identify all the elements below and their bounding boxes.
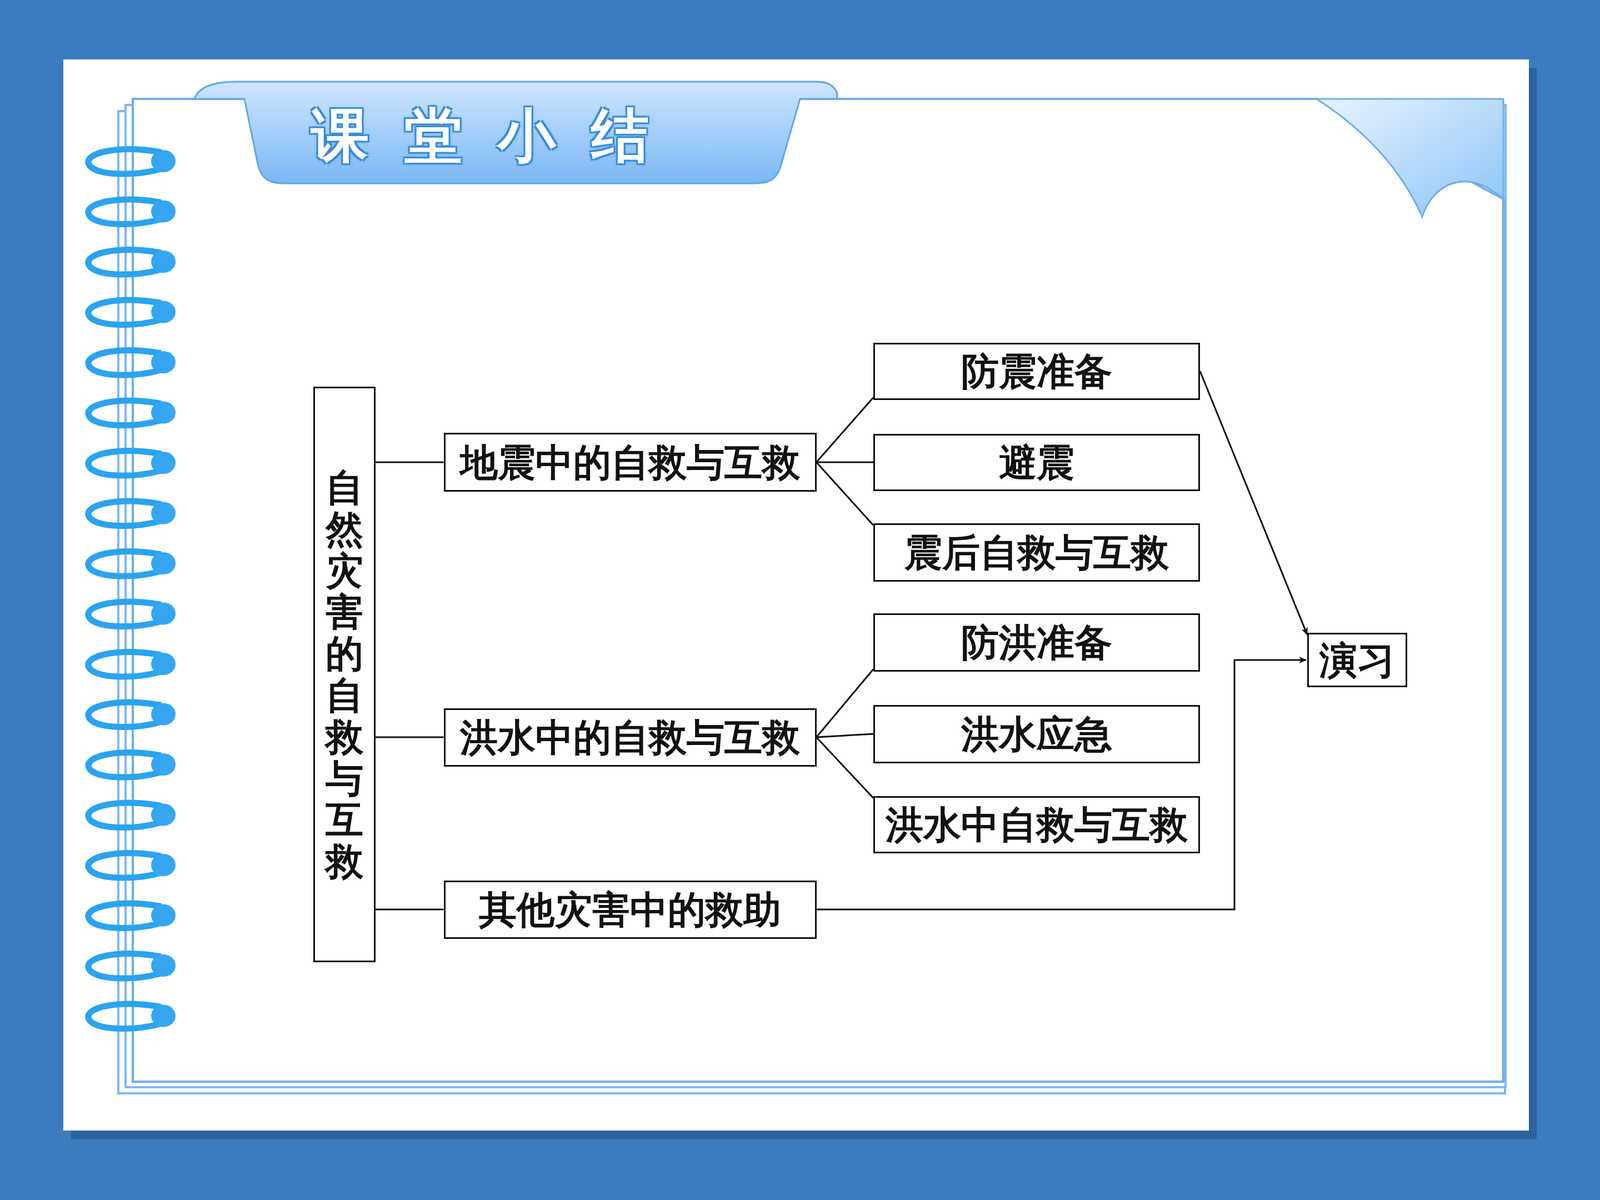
binding-hole bbox=[151, 904, 176, 927]
topic-box: 地震中的自救与互救 bbox=[443, 432, 817, 492]
box-label: 地震中的自救与互救 bbox=[460, 441, 800, 484]
spiral-ring bbox=[88, 400, 162, 425]
connector-line bbox=[816, 462, 874, 526]
box-label: 洪水中自救与互救 bbox=[885, 803, 1188, 846]
binding-hole bbox=[151, 401, 176, 424]
topic-box: 防洪准备 bbox=[873, 613, 1200, 672]
spiral-ring bbox=[88, 601, 162, 627]
spiral-ring bbox=[88, 702, 162, 727]
binding-hole bbox=[151, 753, 176, 776]
spiral-ring bbox=[88, 300, 162, 325]
box-label: 震后自救与互救 bbox=[904, 531, 1169, 574]
box-label: 自然灾害的自救与互救 bbox=[325, 466, 364, 883]
binding-hole bbox=[151, 301, 176, 324]
binding-hole bbox=[151, 602, 176, 625]
box-label: 防洪准备 bbox=[961, 621, 1113, 664]
connector-line bbox=[816, 737, 874, 799]
white-card bbox=[63, 59, 1529, 1131]
binding-hole bbox=[151, 451, 176, 474]
box-label: 演习 bbox=[1319, 639, 1395, 682]
binding-hole bbox=[151, 150, 176, 173]
spiral-ring bbox=[88, 250, 162, 275]
spiral-ring bbox=[88, 853, 162, 878]
binding-hole bbox=[151, 703, 176, 726]
connector-line bbox=[816, 669, 874, 738]
connector-line bbox=[375, 736, 444, 739]
binding-hole bbox=[151, 552, 176, 575]
spiral-ring bbox=[88, 501, 162, 526]
connector-line bbox=[816, 461, 874, 464]
box-label: 洪水应急 bbox=[961, 713, 1113, 755]
binding-hole bbox=[151, 803, 176, 827]
box-label: 洪水中的自救与互救 bbox=[460, 716, 800, 759]
connector-line bbox=[375, 908, 444, 911]
binding-hole bbox=[151, 652, 176, 675]
binding-hole bbox=[151, 351, 176, 374]
topic-box: 防震准备 bbox=[873, 342, 1200, 400]
connector-line bbox=[816, 733, 874, 738]
box-label: 其他灾害中的救助 bbox=[478, 888, 782, 931]
binding-hole bbox=[151, 954, 176, 977]
spiral-ring bbox=[88, 752, 162, 778]
binding-hole bbox=[151, 502, 176, 525]
spiral-ring bbox=[88, 451, 162, 476]
box-label: 避震 bbox=[998, 441, 1075, 484]
connector-arrow bbox=[816, 660, 1307, 910]
binding-hole bbox=[151, 200, 176, 223]
spiral-ring bbox=[88, 802, 162, 828]
spiral-ring bbox=[88, 149, 162, 174]
spiral-ring bbox=[88, 1003, 162, 1029]
topic-box: 震后自救与互救 bbox=[873, 523, 1200, 582]
box-label: 防震准备 bbox=[961, 350, 1113, 393]
topic-box: 洪水应急 bbox=[873, 705, 1200, 764]
page-front bbox=[132, 98, 1504, 1082]
slide-title: 课堂小结 bbox=[311, 97, 685, 176]
spiral-ring bbox=[88, 551, 162, 577]
spiral-ring bbox=[88, 953, 162, 979]
topic-box: 洪水中自救与互救 bbox=[873, 796, 1200, 854]
topic-box: 洪水中的自救与互救 bbox=[443, 708, 817, 767]
page-curl bbox=[1316, 98, 1504, 217]
spiral-ring bbox=[88, 652, 162, 677]
spiral-ring bbox=[88, 350, 162, 375]
card-shadow bbox=[71, 67, 1537, 1139]
binding-hole bbox=[151, 853, 176, 877]
topic-box: 避震 bbox=[873, 433, 1200, 492]
connector-line bbox=[375, 461, 444, 464]
title-tab bbox=[194, 81, 838, 184]
connector-arrow bbox=[1200, 371, 1308, 635]
spiral-ring bbox=[88, 903, 162, 928]
topic-box: 演习 bbox=[1307, 632, 1408, 688]
root-box: 自然灾害的自救与互救 bbox=[313, 386, 376, 963]
spiral-ring bbox=[88, 199, 162, 224]
topic-box: 其他灾害中的救助 bbox=[443, 880, 817, 939]
binding-hole bbox=[151, 1005, 176, 1028]
connector-line bbox=[816, 397, 874, 463]
spiral-binding bbox=[88, 149, 176, 1029]
binding-hole bbox=[151, 250, 176, 273]
